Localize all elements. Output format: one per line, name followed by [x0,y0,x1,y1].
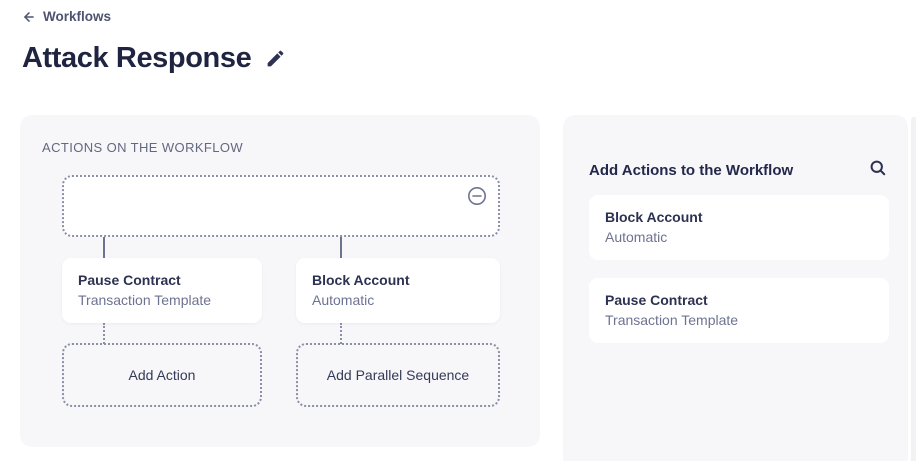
adjacent-panel-edge [911,117,916,461]
library-item-title: Block Account [605,209,703,225]
action-library-panel: Add Actions to the Workflow Block Accoun… [563,115,908,461]
node-subtitle: Automatic [312,292,375,309]
node-title: Pause Contract [78,272,181,288]
back-link-label: Workflows [43,9,112,24]
connector-line-dotted [103,323,105,344]
workflow-canvas-panel: ACTIONS ON THE WORKFLOW Pause Contract T… [20,115,540,447]
page-title-row: Attack Response [22,42,286,75]
connector-line [103,237,105,258]
action-library-title: Add Actions to the Workflow [589,162,794,179]
workflow-root-drop-zone[interactable] [62,175,500,237]
library-item-pause-contract[interactable]: Pause Contract Transaction Template [589,278,889,343]
workflow-section-label: ACTIONS ON THE WORKFLOW [42,140,244,155]
page-title: Attack Response [22,42,252,74]
action-library-header: Add Actions to the Workflow [589,158,888,183]
search-icon[interactable] [868,158,888,183]
edit-title-pencil-icon[interactable] [265,48,286,74]
library-item-subtitle: Automatic [605,229,668,246]
back-to-workflows-link[interactable]: Workflows [22,9,111,24]
minus-circle-icon[interactable] [467,186,487,206]
connector-line-dotted [340,323,342,344]
connector-line [340,237,342,258]
library-item-subtitle: Transaction Template [605,312,739,329]
add-parallel-sequence-label: Add Parallel Sequence [326,367,470,383]
add-action-button[interactable]: Add Action [62,343,262,407]
node-title: Block Account [312,272,410,288]
add-action-label: Add Action [128,367,196,383]
workflow-node-block-account[interactable]: Block Account Automatic [296,258,500,323]
workflow-node-pause-contract[interactable]: Pause Contract Transaction Template [62,258,262,323]
node-subtitle: Transaction Template [78,292,212,309]
arrow-left-icon [22,10,36,24]
add-parallel-sequence-button[interactable]: Add Parallel Sequence [296,343,500,407]
library-item-block-account[interactable]: Block Account Automatic [589,195,889,260]
library-item-title: Pause Contract [605,292,708,308]
